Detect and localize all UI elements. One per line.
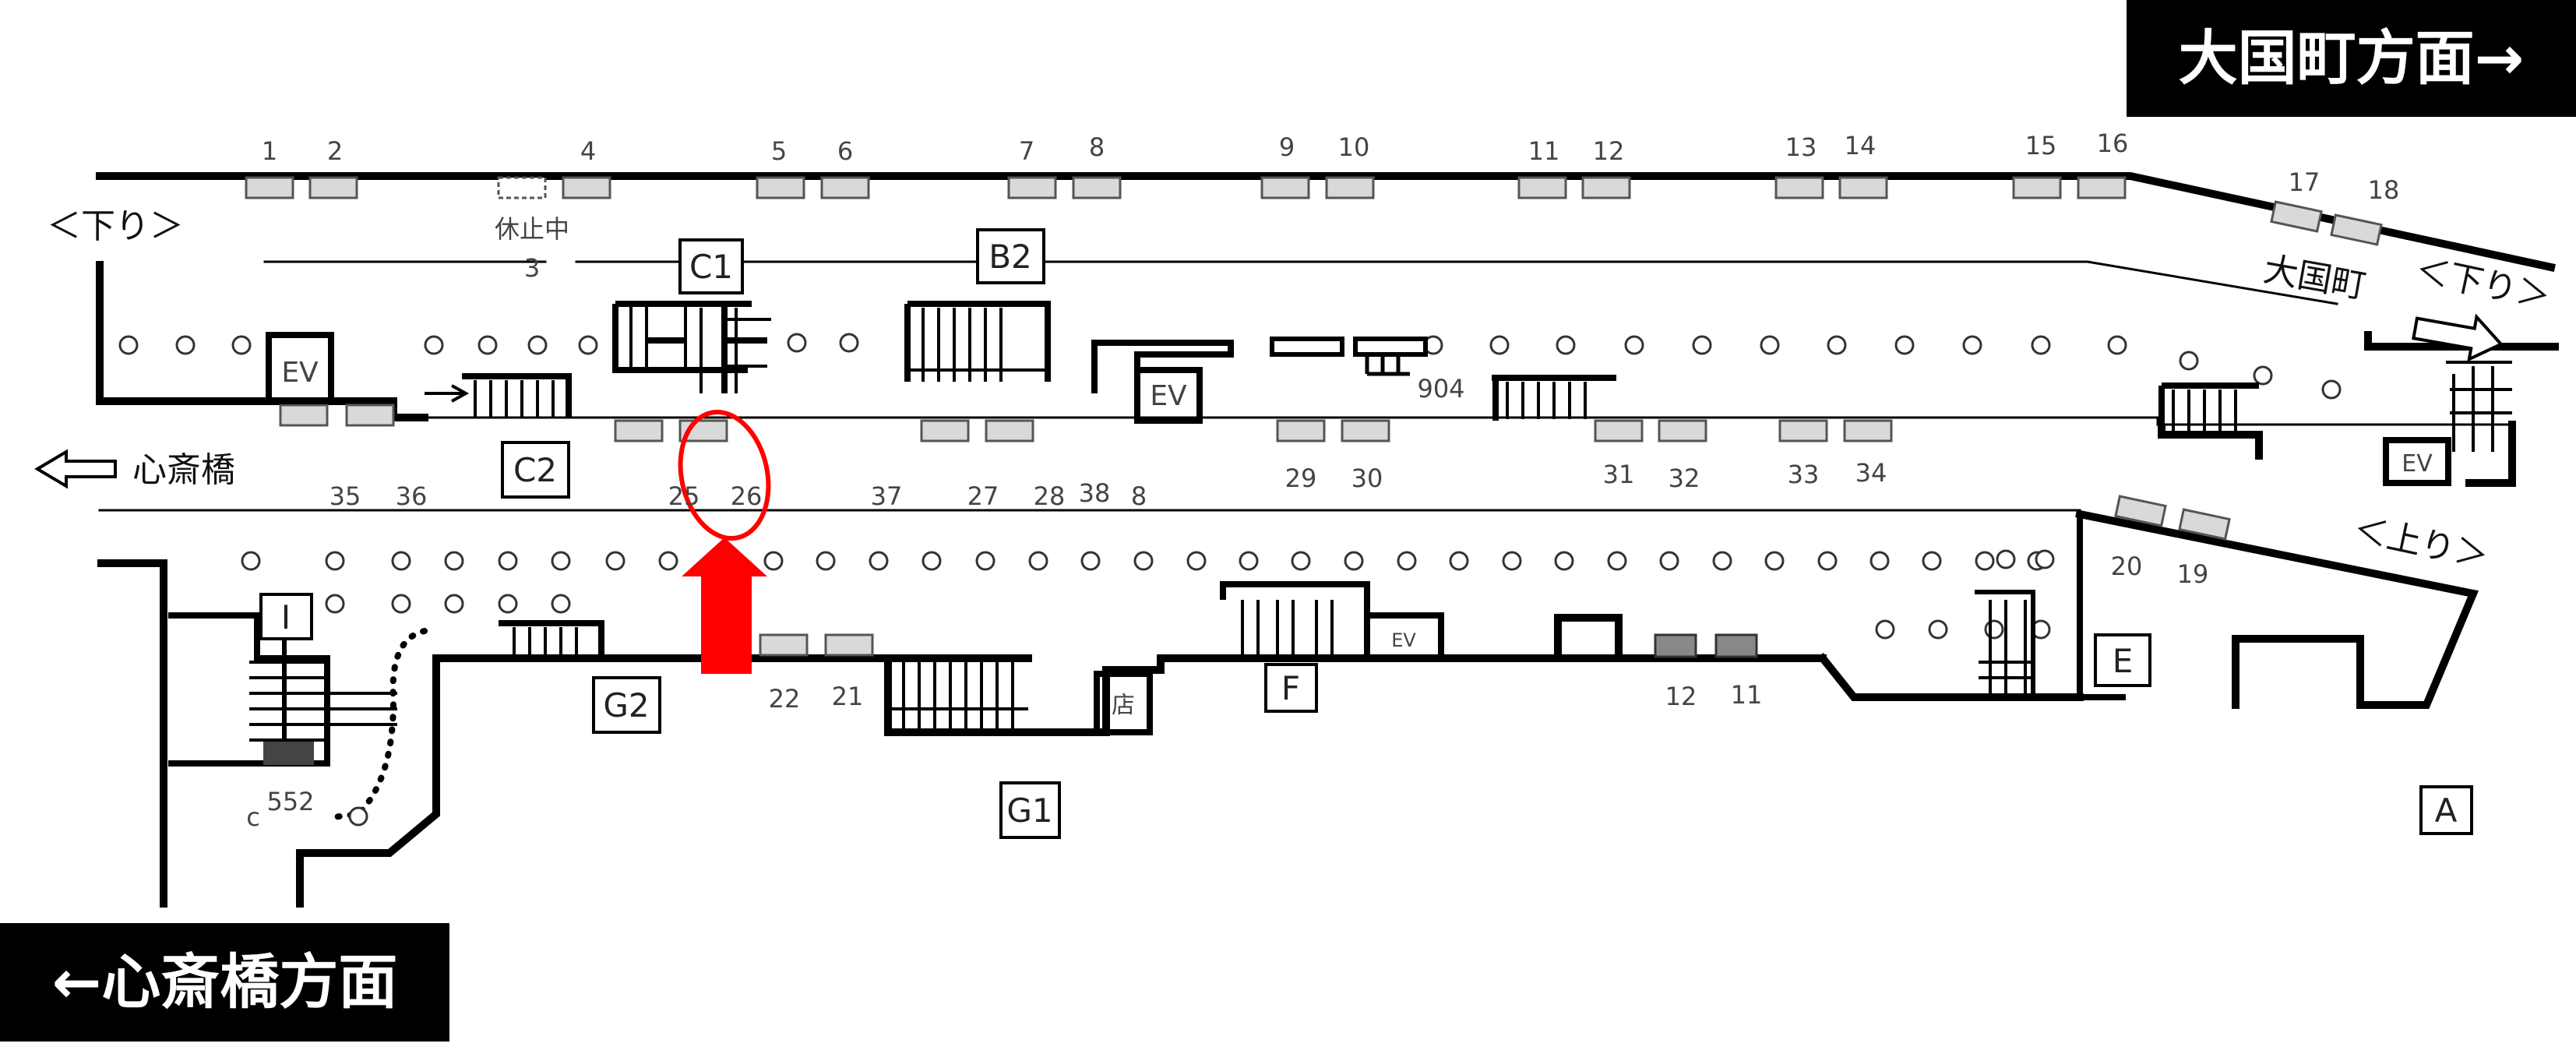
num-21: 21 xyxy=(832,682,864,711)
right-arrow-icon xyxy=(2412,313,2504,362)
num-36: 36 xyxy=(396,481,428,511)
num-4: 4 xyxy=(580,136,596,166)
dest-daikokucho: 大国町 xyxy=(2261,249,2369,306)
ev-label-1: EV xyxy=(281,357,319,389)
exit-c1: C1 xyxy=(689,248,733,286)
track-label-down-left: ＜下り＞ xyxy=(47,206,184,246)
exit-a: A xyxy=(2435,791,2458,830)
ev-label-3: EV xyxy=(2402,450,2433,478)
shop-label: 店 xyxy=(1112,692,1135,719)
direction-shinsaibashi-banner: ←心斎橋方面 xyxy=(0,923,449,1042)
num-7: 7 xyxy=(1019,136,1034,166)
exit-c2: C2 xyxy=(513,451,557,489)
num-17: 17 xyxy=(2289,167,2321,197)
door-numbers: 1 2 3 4 5 6 7 8 9 10 11 12 13 14 15 16 1… xyxy=(246,129,2399,832)
num-11: 11 xyxy=(1528,136,1560,166)
direction-daikokucho-banner: 大国町方面→ xyxy=(2127,0,2576,117)
num-8: 8 xyxy=(1089,132,1105,162)
num-10: 10 xyxy=(1338,132,1370,162)
num-12: 12 xyxy=(1593,136,1625,166)
num-27: 27 xyxy=(967,481,999,511)
num-32: 32 xyxy=(1669,464,1700,493)
small-arrow-icon xyxy=(425,384,470,403)
track-label-up-right: ＜上り＞ xyxy=(2350,509,2493,576)
num-5: 5 xyxy=(771,136,787,166)
num-22: 22 xyxy=(769,684,801,714)
num-18: 18 xyxy=(2368,175,2400,205)
suspended-label: 休止中 xyxy=(495,214,569,244)
exit-i: I xyxy=(281,598,291,636)
exit-boxes xyxy=(259,228,2473,839)
num-c: c xyxy=(246,802,260,832)
door-panels xyxy=(245,176,2383,657)
exit-g2: G2 xyxy=(603,686,649,724)
num-25: 25 xyxy=(668,481,700,511)
num-6: 6 xyxy=(837,136,853,166)
ev-label-2: EV xyxy=(1150,380,1187,412)
num-9: 9 xyxy=(1279,132,1295,162)
num-8b: 8 xyxy=(1131,481,1147,511)
num-3: 3 xyxy=(524,253,540,283)
num-34: 34 xyxy=(1855,458,1887,488)
columns xyxy=(118,333,2342,640)
num-29: 29 xyxy=(1285,464,1317,493)
exit-b2: B2 xyxy=(988,238,1032,276)
num-28: 28 xyxy=(1034,481,1066,511)
num-35: 35 xyxy=(329,481,361,511)
num-13: 13 xyxy=(1785,132,1817,162)
exit-g1: G1 xyxy=(1006,791,1052,830)
dest-shinsaibashi: 心斎橋 xyxy=(132,450,235,490)
num-20: 20 xyxy=(2111,552,2143,581)
num-11b: 11 xyxy=(1731,680,1763,710)
elevators xyxy=(263,332,2451,765)
highlight-arrow-icon xyxy=(682,538,767,674)
num-16: 16 xyxy=(2097,129,2129,158)
num-15: 15 xyxy=(2025,131,2057,160)
platform-structure xyxy=(96,172,2559,908)
num-38: 38 xyxy=(1079,478,1111,508)
num-30: 30 xyxy=(1351,464,1383,493)
num-33: 33 xyxy=(1788,460,1820,489)
num-552: 552 xyxy=(266,787,314,816)
left-arrow-icon xyxy=(34,449,117,489)
num-14: 14 xyxy=(1845,131,1876,160)
exit-e: E xyxy=(2113,642,2134,680)
num-904: 904 xyxy=(1417,374,1464,404)
num-19: 19 xyxy=(2177,559,2209,589)
num-1: 1 xyxy=(262,136,277,166)
num-2: 2 xyxy=(327,136,343,166)
num-12b: 12 xyxy=(1665,682,1697,711)
column-552 xyxy=(348,806,368,827)
num-31: 31 xyxy=(1603,460,1635,489)
dotted-route xyxy=(324,628,428,821)
highlight-circle xyxy=(678,409,771,541)
ev-label-4: EV xyxy=(1391,629,1416,651)
num-37: 37 xyxy=(871,481,903,511)
exit-f: F xyxy=(1281,669,1300,707)
stairs xyxy=(249,301,2512,748)
num-26: 26 xyxy=(731,481,763,511)
